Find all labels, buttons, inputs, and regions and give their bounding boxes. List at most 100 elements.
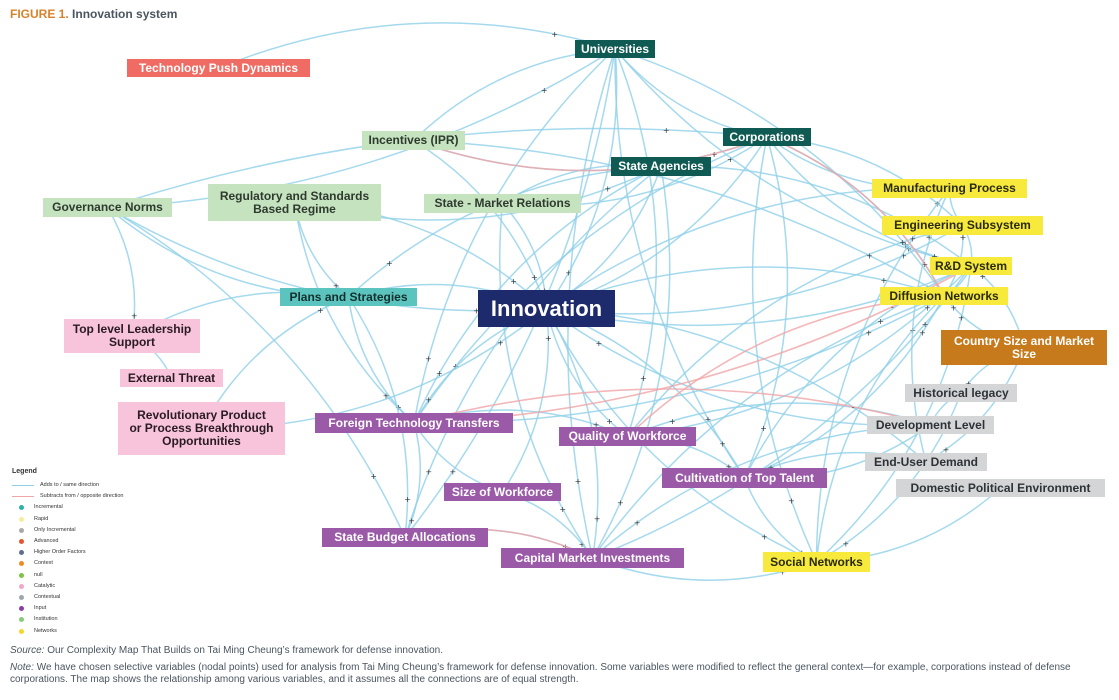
edge-incentives-to-corporations (413, 136, 768, 172)
legend-dot (19, 606, 24, 612)
edge-governance-to-universities (107, 48, 616, 209)
node-rd: R&D System (930, 257, 1012, 275)
edge-sign-marker: + (425, 468, 432, 477)
edge-sign-marker: + (604, 185, 611, 194)
edge-size-workforce-to-innovation (501, 308, 550, 493)
legend-item-label: Contextual (34, 593, 61, 600)
edge-sign-marker: - (713, 150, 716, 159)
node-size-workforce: Size of Workforce (444, 483, 561, 501)
legend-item: null (12, 570, 162, 581)
edge-sign-marker: + (663, 126, 670, 135)
edge-foreign-tech-to-state-budget (404, 422, 422, 538)
edge-sign-marker: + (541, 86, 548, 95)
edge-sign-marker: + (719, 440, 726, 449)
node-external-threat: External Threat (120, 369, 223, 387)
edge-innovation-to-quality-workforce (545, 308, 628, 438)
edge-sign-marker: + (559, 505, 566, 514)
edge-sign-marker: + (497, 338, 504, 347)
edge-sign-marker: + (900, 252, 907, 261)
legend-dot (19, 505, 24, 511)
legend-item: Context (12, 558, 162, 569)
legend-line-adds: Adds to / same direction (12, 480, 162, 491)
edge-sign-marker: + (768, 463, 775, 472)
legend-item: Catalytic (12, 581, 162, 592)
node-quality-workforce: Quality of Workforce (559, 427, 696, 446)
figure-title-text: Innovation system (72, 7, 178, 21)
edge-corporations-to-diffusion (766, 136, 945, 297)
edge-sign-marker: - (852, 403, 855, 412)
figure-title: FIGURE 1. Innovation system (10, 7, 177, 21)
legend-dot (19, 561, 24, 567)
edge-cultivation-to-rd (743, 265, 972, 479)
legend-item-label: Higher Order Factors (34, 549, 86, 556)
edge-sign-marker: + (640, 374, 647, 383)
edge-incentives-to-diffusion (413, 139, 945, 297)
legend-item: Advanced (12, 536, 162, 547)
edge-quality-workforce-to-engineering (626, 224, 963, 437)
edge-universities-to-cultivation (614, 48, 746, 479)
edge-sign-marker: + (545, 334, 552, 343)
node-end-user: End-User Demand (865, 453, 987, 471)
edge-sign-marker: + (436, 369, 443, 378)
edge-sign-marker: + (594, 515, 601, 524)
edge-sign-marker: + (965, 379, 972, 388)
node-incentives: Incentives (IPR) (362, 131, 465, 150)
edge-cultivation-to-social-networks (743, 477, 817, 563)
edge-sign-marker: + (606, 417, 613, 426)
edge-governance-to-state-budget (107, 206, 406, 538)
edge-sign-marker: + (880, 276, 887, 285)
edge-universities-to-foreign-tech (413, 48, 616, 424)
node-universities: Universities (575, 40, 655, 58)
legend-item: Only Incremental (12, 525, 162, 536)
legend-item: Input (12, 603, 162, 614)
edge-sign-marker: + (408, 517, 415, 526)
edge-sign-marker: + (617, 498, 624, 507)
edge-sign-marker: + (531, 273, 538, 282)
edge-sign-marker: + (919, 329, 926, 338)
edge-innovation-to-social-networks (545, 308, 817, 563)
legend-item: Higher Order Factors (12, 547, 162, 558)
node-corporations: Corporations (723, 128, 811, 146)
edge-sign-marker: + (865, 328, 872, 337)
edge-social-networks-to-diffusion (815, 295, 945, 563)
node-historical: Historical legacy (905, 384, 1017, 402)
edge-incentives-to-innovation (413, 139, 548, 309)
node-manufacturing: Manufacturing Process (872, 179, 1027, 198)
edge-sign-marker: + (877, 317, 884, 326)
source-label: Source: (10, 645, 45, 656)
note-text: We have chosen selective variables (noda… (10, 661, 1071, 686)
edge-sign-marker: - (923, 260, 926, 269)
edge-sign-marker: - (891, 303, 894, 312)
legend-item-label: Institution (34, 616, 58, 623)
legend-dot (19, 628, 24, 634)
edge-universities-to-innovation (545, 48, 618, 309)
node-state-agencies: State Agencies (611, 157, 711, 176)
edge-capital-market-to-diffusion (591, 295, 945, 559)
legend-item-label: Catalytic (34, 582, 56, 589)
node-diffusion: Diffusion Networks (880, 287, 1008, 305)
edge-sign-marker: + (370, 472, 377, 481)
legend-dot (19, 516, 24, 522)
note-label: Note: (10, 661, 34, 673)
edge-state-agencies-to-state-budget (404, 165, 662, 538)
legend-line-label: Adds to / same direction (40, 482, 100, 489)
legend-dot (19, 594, 24, 600)
edge-sign-marker: + (926, 233, 933, 242)
node-engineering: Engineering Subsystem (882, 216, 1043, 235)
legend-dot (19, 550, 24, 556)
edge-sign-marker: + (899, 238, 906, 247)
edge-capital-market-to-rd (592, 265, 972, 559)
node-cultivation: Cultivation of Top Talent (662, 468, 827, 488)
edge-sign-marker: + (425, 396, 432, 405)
edge-domestic-political-to-social-networks (816, 487, 1001, 563)
edge-corporations-to-cultivation (743, 136, 789, 479)
node-plans: Plans and Strategies (280, 288, 417, 306)
node-social-networks: Social Networks (763, 552, 870, 572)
edge-sign-marker: + (669, 417, 676, 426)
legend-item-label: Advanced (34, 538, 59, 545)
edge-incentives-to-universities (412, 48, 616, 142)
legend-item-label: Incremental (34, 504, 63, 511)
